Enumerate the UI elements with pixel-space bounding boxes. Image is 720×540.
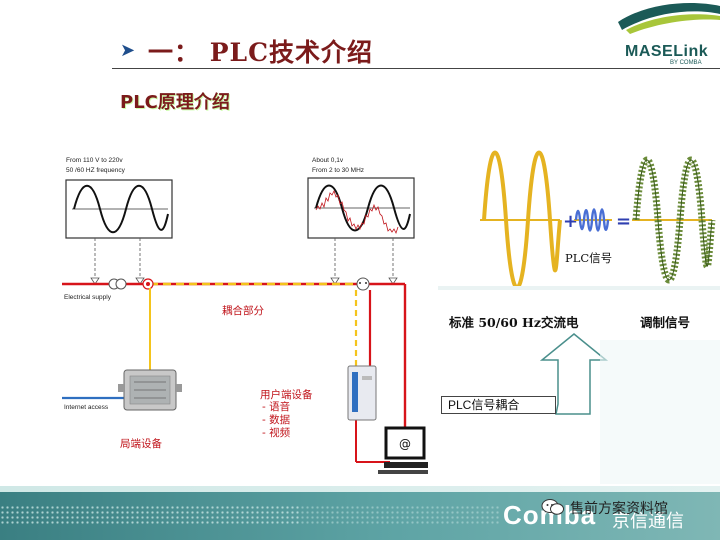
standard-ac-label: 标准 50/60 Hz交流电 (449, 315, 579, 330)
page-title: 一： PLC技术介绍 (148, 38, 373, 67)
plc-carrier-waveform-icon (574, 208, 612, 232)
scope-2-noisy-signal (315, 189, 399, 235)
user-equipment-title: 用户端设备 (260, 389, 313, 401)
maselink-logo-icon (618, 3, 720, 34)
user-equipment-list: - 语音 - 数据 - 视频 (262, 401, 290, 440)
plus-sign: + (563, 211, 578, 232)
footer-pattern (0, 505, 300, 525)
svg-text:@: @ (399, 437, 411, 451)
scope-1-caption-line1: From 110 V to 220v (66, 157, 123, 164)
local-equipment-label: 局端设备 (120, 438, 162, 450)
ac-waveform-icon (480, 150, 562, 290)
list-item: - 视频 (262, 427, 291, 439)
watermark-text: 售前方案资料馆 (570, 501, 668, 517)
electrical-supply-label: Electrical supply (64, 294, 111, 301)
list-item: - 数据 (262, 414, 291, 426)
modulated-waveform-icon (632, 156, 716, 284)
coupling-up-arrow (539, 333, 609, 415)
plc-coupling-box: PLC信号耦合 (441, 396, 556, 414)
title-arrow-icon: ➤ (120, 40, 136, 61)
scope-2-caption-line2: From 2 to 30 MHz (312, 167, 365, 174)
scope-1-caption-line2: 50 /60 HZ frequency (66, 167, 125, 174)
plc-signal-label: PLC信号 (565, 251, 613, 265)
plc-network-diagram: @ + = (62, 150, 720, 484)
footer-pattern-2 (300, 505, 500, 525)
local-equipment-icon (118, 369, 182, 411)
section-subtitle: PLC原理介绍 (120, 92, 230, 113)
logo-text: MASELink (625, 43, 709, 60)
internet-access-label: Internet access (64, 404, 109, 411)
user-modem-icon (347, 365, 377, 421)
header-divider (112, 68, 720, 69)
computer-icon: @ (378, 426, 428, 474)
scope-2-caption-line1: About 0,1v (312, 157, 344, 164)
scope-1-sinewave (73, 185, 169, 233)
coupling-part-label: 耦合部分 (222, 305, 264, 317)
wechat-icon (541, 499, 564, 515)
comba-cn-text: 京信通信 (612, 511, 684, 532)
equals-sign: = (616, 211, 631, 232)
modulated-signal-label: 调制信号 (640, 315, 691, 330)
list-item: - 语音 (262, 401, 291, 413)
footer-top-strip (0, 486, 720, 494)
logo-subtext: BY COMBA (670, 60, 702, 66)
